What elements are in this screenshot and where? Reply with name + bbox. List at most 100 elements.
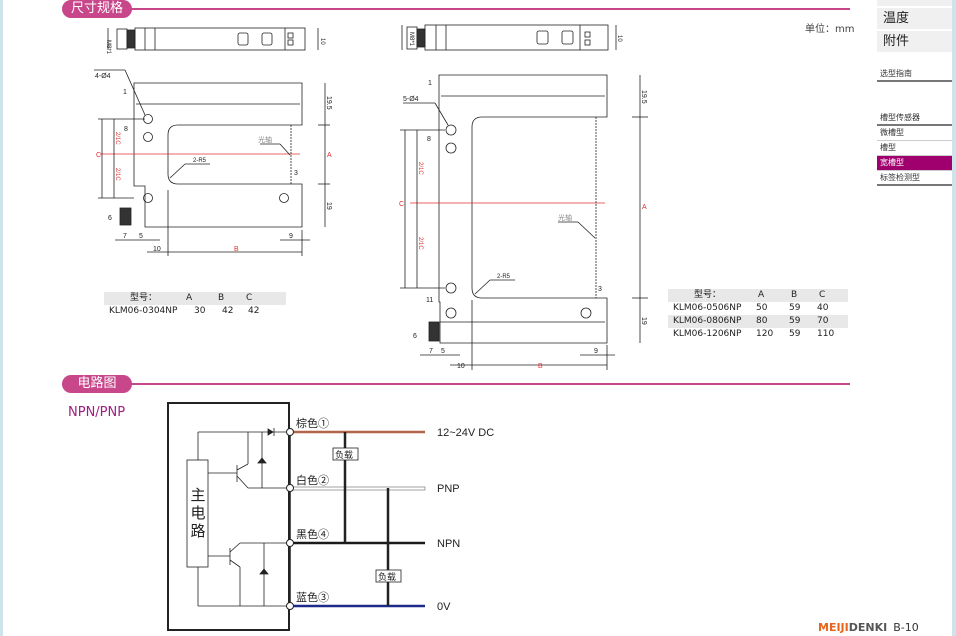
dim-label: 9 <box>289 233 293 240</box>
table-row: KLM06-0304NP 30 42 42 <box>104 305 286 318</box>
sidebar-item-micro-slot[interactable]: 微槽型 <box>877 126 952 141</box>
dim-label: 2/1C <box>417 237 423 250</box>
col-header: 型号： <box>130 293 158 303</box>
brand-logo-b: DENKI <box>848 621 888 634</box>
dim-label: 19.5 <box>640 90 647 104</box>
dim-label: A <box>642 204 647 211</box>
unit-label: 单位：mm <box>805 24 855 35</box>
dim-label: 19.5 <box>325 96 332 110</box>
section-divider <box>128 383 850 385</box>
sidebar-link-selection-guide[interactable]: 选型指南 <box>877 67 952 82</box>
cell: KLM06-0506NP <box>673 303 742 313</box>
cell: 40 <box>817 303 829 313</box>
section-title-circuit: 电路图 <box>62 375 132 393</box>
cell: 42 <box>222 306 234 316</box>
sidebar-item-label-detect[interactable]: 标签检测型 <box>877 171 952 186</box>
signal-label: 12~24V DC <box>437 427 494 439</box>
cell: KLM06-0304NP <box>109 306 178 316</box>
cell: 59 <box>789 329 801 339</box>
dim-label: 2-R5 <box>497 274 511 280</box>
dim-label: 10 <box>153 246 161 253</box>
circuit-labels: 棕色① 白色② 黑色④ 蓝色③ 12~24V DC PNP NPN 0V 负载 … <box>296 416 494 613</box>
dim-label: 10 <box>616 35 622 42</box>
signal-label: PNP <box>437 483 460 495</box>
cell: 59 <box>789 303 801 313</box>
dim-label: 10 <box>319 38 325 45</box>
dim-label: 8 <box>124 126 128 133</box>
dim-label: 光轴 <box>558 213 572 222</box>
section-title-dimensions: 尺寸规格 <box>62 0 132 18</box>
dim-label: 5-Ø4 <box>403 96 419 103</box>
sidebar-nav: 温度 附件 选型指南 槽型传感器 微槽型 槽型 宽槽型 标签检测型 <box>877 0 952 186</box>
dim-label: 1 <box>428 80 432 87</box>
dim-label: 2/1C <box>114 132 120 145</box>
brand-logo: MEIJI <box>818 621 849 634</box>
dim-label: 11 <box>426 297 433 304</box>
cell: 50 <box>756 303 768 313</box>
sidebar-item-wide-slot[interactable]: 宽槽型 <box>877 156 952 171</box>
section-divider <box>128 8 850 10</box>
dim-label: 10 <box>457 363 465 370</box>
wire-label-blue: 蓝色③ <box>296 590 329 604</box>
sidebar-item-slot[interactable]: 槽型 <box>877 141 952 156</box>
dim-label: C <box>399 201 404 208</box>
left-dimension-labels: 4-Ø4 1 8 6 7 5 9 10 B A C 2/1C 2/1C 19.5… <box>95 73 332 253</box>
right-dimension-labels: 5-Ø4 1 8 11 6 7 5 9 10 B A C 2/1C 2/1C 1… <box>399 80 647 370</box>
right-top-view: M8*1 10 <box>401 24 622 51</box>
sidebar-item-cut[interactable] <box>877 0 952 6</box>
dim-label: 19 <box>640 317 647 325</box>
dim-label: B <box>234 246 239 253</box>
main-circuit-label: 主电路 <box>190 486 206 540</box>
col-header: A <box>758 290 765 300</box>
dim-label: B <box>538 363 543 370</box>
load-label: 负载 <box>335 449 353 460</box>
dim-label: 1 <box>123 89 127 96</box>
cell: 42 <box>248 306 260 316</box>
circuit-diagram <box>167 402 426 631</box>
dim-label: 3 <box>598 286 602 293</box>
right-front-view <box>400 74 648 370</box>
dim-label: 6 <box>413 333 417 340</box>
wire-label-white: 白色② <box>296 473 329 487</box>
sidebar-item-accessories[interactable]: 附件 <box>877 31 952 52</box>
col-header: B <box>791 290 798 300</box>
dim-label: 4-Ø4 <box>95 73 111 80</box>
dim-label: 2-R5 <box>193 158 207 164</box>
circuit-type-label: NPN/PNP <box>68 405 126 420</box>
cell: 80 <box>756 316 768 326</box>
dim-label: 8 <box>427 136 431 143</box>
cell: 120 <box>756 329 774 339</box>
thread-label: M8*1 <box>105 40 111 55</box>
col-header: C <box>819 290 826 300</box>
sidebar-item-temperature[interactable]: 温度 <box>877 8 952 29</box>
page-edge-right <box>952 0 956 636</box>
signal-label: NPN <box>437 538 460 550</box>
cell: 59 <box>789 316 801 326</box>
left-front-view <box>94 69 330 256</box>
sidebar-category-slot-sensor[interactable]: 槽型传感器 <box>877 111 952 126</box>
dim-label: 2/1C <box>417 162 423 175</box>
table-row: KLM06-0506NP 50 59 40 <box>668 302 848 315</box>
cell: KLM06-0806NP <box>673 316 742 326</box>
model-table-left: 型号： A B C KLM06-0304NP 30 42 42 <box>104 292 286 318</box>
table-row: KLM06-0806NP 80 59 70 <box>668 315 848 328</box>
col-header: B <box>218 293 225 303</box>
dim-label: 5 <box>139 233 143 240</box>
dim-label: A <box>327 152 332 159</box>
dim-label: 6 <box>108 215 112 222</box>
dim-label: 7 <box>429 348 433 355</box>
cell: 30 <box>194 306 206 316</box>
thread-label: M8*1 <box>408 32 414 47</box>
col-header: A <box>186 293 193 303</box>
cell: 110 <box>817 329 835 339</box>
cell: 70 <box>817 316 829 326</box>
page-edge-left <box>0 0 3 636</box>
table-header: 型号： A B C <box>104 292 286 305</box>
load-label: 负载 <box>378 571 396 582</box>
col-header: C <box>246 293 253 303</box>
dim-label: C <box>96 152 101 159</box>
